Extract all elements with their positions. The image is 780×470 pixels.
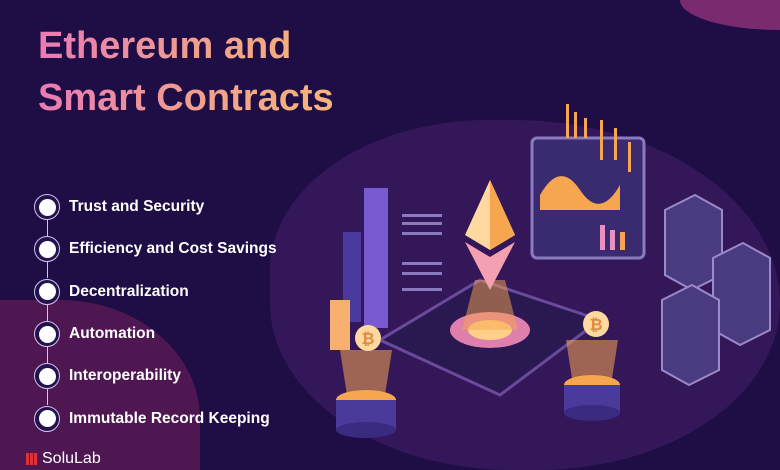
monitor-chart-icon xyxy=(530,136,646,260)
bitcoin-pedestal-right: ₿ xyxy=(564,311,620,421)
feature-item: Trust and Security xyxy=(34,186,277,237)
bullet-icon xyxy=(34,236,60,263)
bitcoin-pedestal-left: ₿ xyxy=(336,325,396,438)
pillar-tower-icon xyxy=(330,188,388,350)
feature-label: Immutable Record Keeping xyxy=(69,409,270,427)
feature-item: Decentralization xyxy=(34,271,277,321)
feature-label: Trust and Security xyxy=(69,198,205,216)
feature-label: Interoperability xyxy=(69,367,181,385)
brand-name: SoluLab xyxy=(42,450,101,467)
solulab-logo: SoluLab xyxy=(26,450,101,468)
bullet-icon xyxy=(34,321,60,348)
svg-text:₿: ₿ xyxy=(361,329,374,348)
equalizer-bars-icon xyxy=(566,104,631,172)
bullet-icon xyxy=(34,278,60,305)
data-lines-icon xyxy=(402,214,442,291)
feature-item: Automation xyxy=(34,313,277,364)
solulab-logo-icon xyxy=(26,453,38,465)
server-stack-icon xyxy=(661,193,771,387)
feature-label: Efficiency and Cost Savings xyxy=(69,240,277,258)
feature-label: Automation xyxy=(69,325,156,343)
bullet-icon xyxy=(34,363,60,390)
bullet-icon xyxy=(34,194,60,221)
feature-label: Decentralization xyxy=(69,282,189,300)
feature-item: Interoperability xyxy=(34,355,277,406)
feature-item: Immutable Record Keeping xyxy=(34,397,277,439)
feature-item: Efficiency and Cost Savings xyxy=(34,228,277,279)
bullet-icon xyxy=(34,405,60,432)
svg-text:₿: ₿ xyxy=(589,315,602,334)
feature-list: Trust and Security Efficiency and Cost S… xyxy=(34,186,277,440)
ethereum-logo-icon xyxy=(465,180,515,290)
